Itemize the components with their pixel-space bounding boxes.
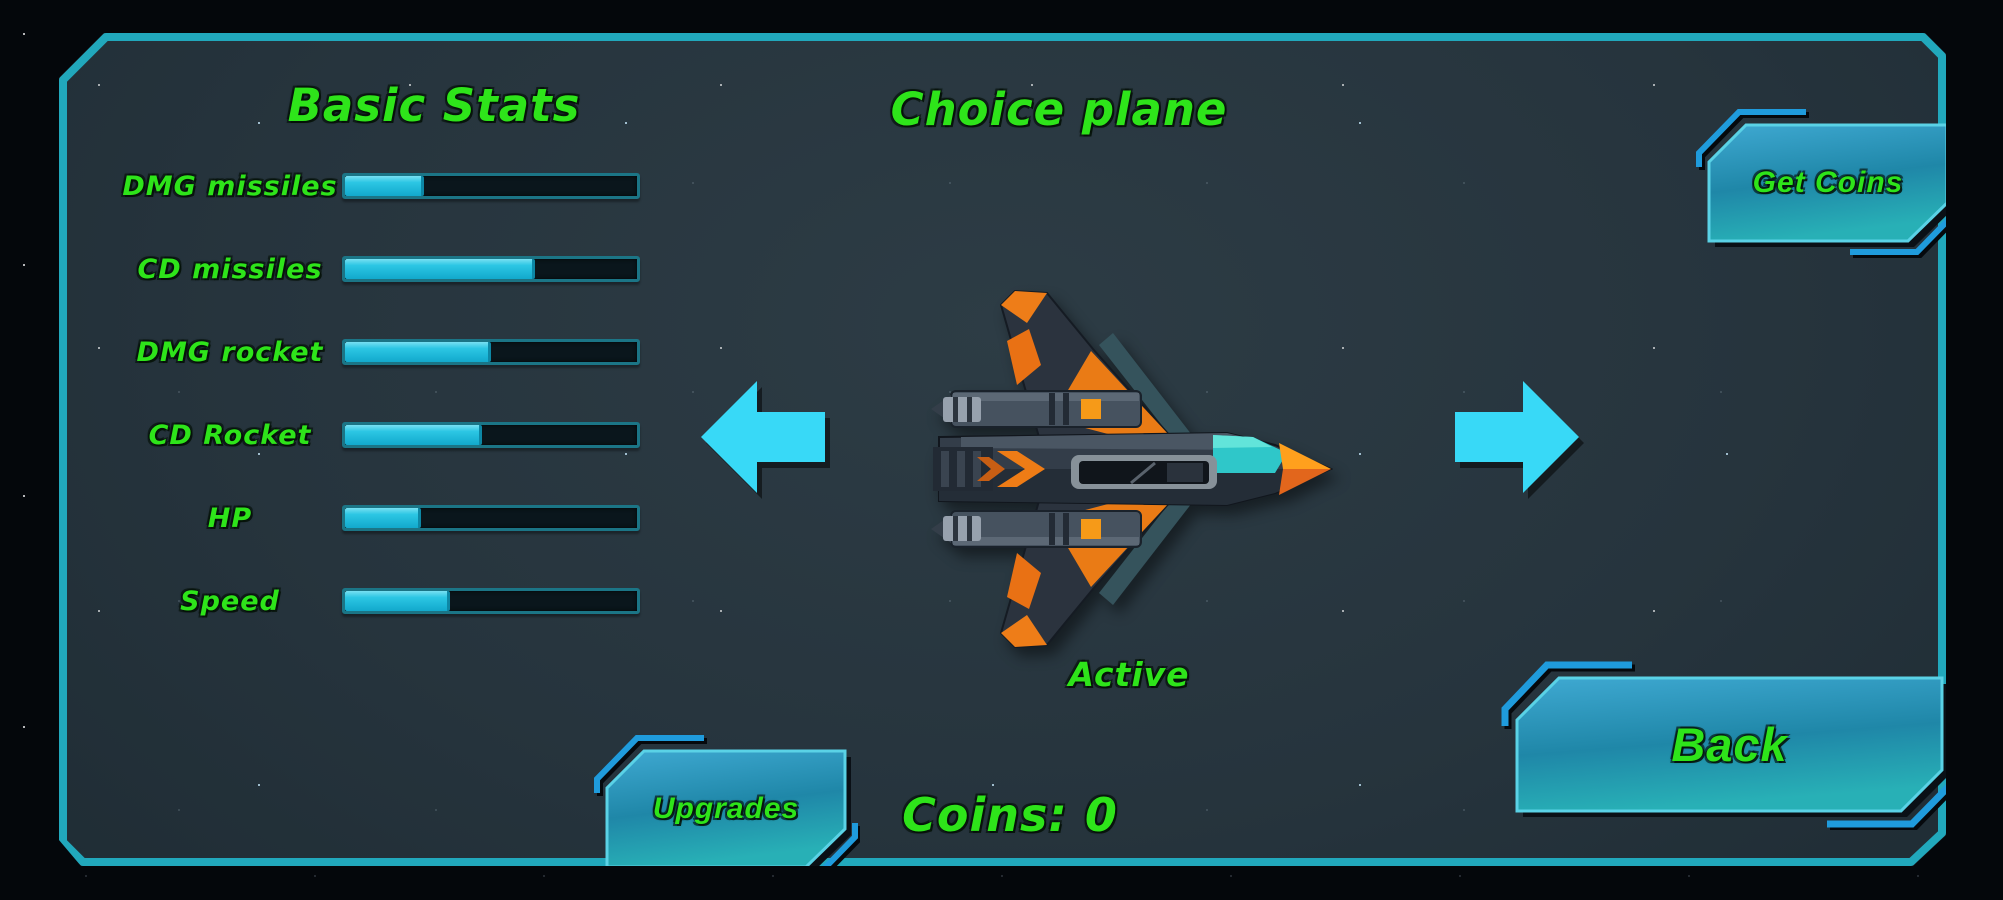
stat-row: DMG rocket: [121, 336, 661, 368]
hex-button-shape: [594, 735, 861, 866]
stat-bar: [342, 173, 640, 199]
stat-row: HP: [121, 502, 661, 534]
arrow-left-icon: [701, 381, 825, 493]
stat-bar-fill: [345, 508, 421, 528]
previous-ship-button[interactable]: [695, 371, 831, 503]
coins-counter: Coins: 0: [902, 788, 1118, 842]
arrow-right-icon: [1455, 381, 1579, 493]
stat-bar: [342, 588, 640, 614]
upgrades-button[interactable]: Upgrades: [592, 731, 861, 866]
stat-bar-fill: [345, 176, 424, 196]
stat-bar: [342, 256, 640, 282]
basic-stats-title: Basic Stats: [287, 79, 581, 132]
stat-row: DMG missiles: [121, 170, 661, 202]
main-panel: Basic Stats DMG missiles CD missiles DMG…: [59, 33, 1946, 866]
stat-label: DMG missiles: [122, 170, 338, 202]
stat-bar: [342, 422, 640, 448]
stat-row: CD Rocket: [121, 419, 661, 451]
stat-bar-fill: [345, 259, 535, 279]
stat-bar: [342, 339, 640, 365]
stat-bar: [342, 505, 640, 531]
stat-row: Speed: [121, 585, 661, 617]
hex-button-shape: [1696, 109, 1946, 258]
choice-plane-title: Choice plane: [890, 83, 1228, 136]
ship-status-label: Active: [1068, 655, 1190, 694]
stat-bar-fill: [345, 342, 491, 362]
stat-label: HP: [207, 502, 253, 534]
stat-row: CD missiles: [121, 253, 661, 285]
get-coins-button[interactable]: Get Coins: [1694, 105, 1946, 263]
stat-bar-fill: [345, 425, 483, 445]
stat-label: DMG rocket: [136, 336, 324, 368]
hex-button-shape: [1501, 661, 1946, 831]
stats-list: DMG missiles CD missiles DMG rocket CD R…: [121, 170, 661, 617]
stat-label: CD Rocket: [148, 419, 312, 451]
ship-image: [930, 286, 1334, 652]
stat-label: Speed: [180, 585, 280, 617]
next-ship-button[interactable]: [1449, 371, 1585, 503]
stat-bar-fill: [345, 591, 451, 611]
stat-label: CD missiles: [137, 253, 323, 285]
back-button[interactable]: Back: [1497, 654, 1946, 831]
